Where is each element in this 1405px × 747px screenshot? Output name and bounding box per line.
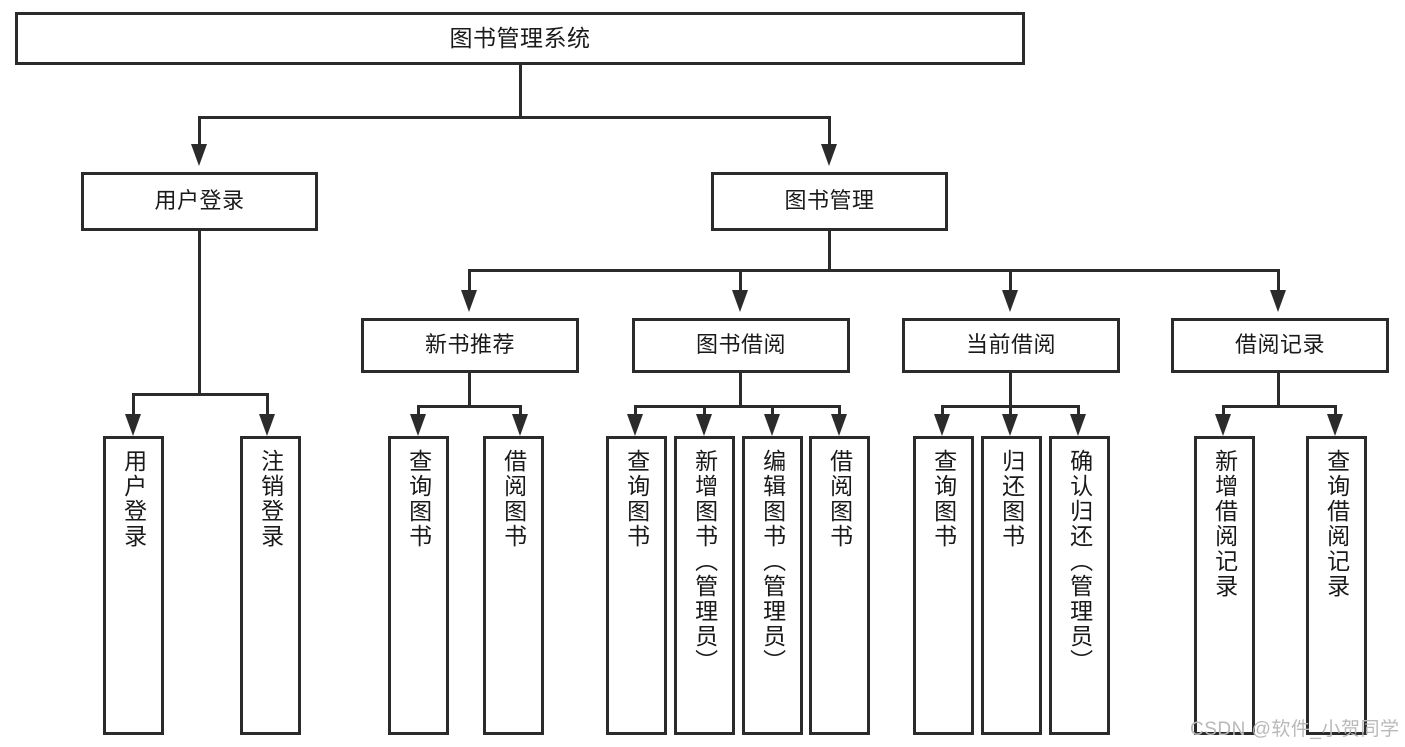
node-book-management[interactable]: 图书管理 (711, 172, 948, 231)
leaf-nbr-borrow-book[interactable]: 借阅图书 (483, 436, 544, 735)
connector-level3-bus (468, 269, 1280, 272)
arrow-root-to-user-login (191, 144, 207, 166)
arrow-br-leaf-1 (1215, 414, 1231, 436)
leaf-bb-add-book-admin[interactable]: 新增图书（管理员） (674, 436, 735, 735)
leaf-user-login[interactable]: 用户登录 (103, 436, 164, 735)
connector-br-drop-2 (1334, 405, 1337, 414)
arrow-to-new-book-recommend (461, 290, 477, 312)
arrow-to-book-borrow (732, 290, 748, 312)
leaf-cb-query-book[interactable]: 查询图书 (913, 436, 974, 735)
node-label: 借阅记录 (1234, 332, 1325, 358)
node-label: 查询借阅记录 (1323, 449, 1350, 599)
connector-bb-drop-1 (634, 405, 637, 414)
connector-user-login-left (132, 393, 135, 414)
connector-cb-drop-3 (1077, 405, 1080, 414)
node-root-system[interactable]: 图书管理系统 (15, 12, 1025, 65)
connector-bb-stem (739, 373, 742, 405)
arrow-cb-leaf-2 (1002, 414, 1018, 436)
connector-level3-drop-4 (1277, 269, 1280, 290)
connector-nbr-drop-2 (519, 405, 522, 414)
arrow-root-to-book-manage (821, 144, 837, 166)
connector-nbr-drop-1 (417, 405, 420, 414)
connector-user-login-stem (198, 231, 201, 393)
arrow-to-leaf-user-login (125, 414, 141, 436)
arrow-bb-leaf-4 (831, 414, 847, 436)
node-label: 图书借阅 (695, 332, 786, 358)
node-label: 编辑图书（管理员） (759, 449, 786, 674)
arrow-to-current-borrow (1002, 290, 1018, 312)
connector-level3-drop-1 (468, 269, 471, 290)
node-label: 用户登录 (154, 188, 245, 214)
leaf-bb-edit-book-admin[interactable]: 编辑图书（管理员） (742, 436, 803, 735)
node-label: 注销登录 (257, 449, 284, 549)
connector-br-bus (1222, 405, 1337, 408)
arrow-bb-leaf-3 (764, 414, 780, 436)
connector-root-stem (519, 65, 522, 116)
node-label: 新书推荐 (424, 332, 515, 358)
connector-nbr-stem (468, 373, 471, 405)
node-new-book-recommend[interactable]: 新书推荐 (361, 318, 579, 373)
arrow-to-borrow-record (1270, 290, 1286, 312)
node-label: 归还图书 (998, 449, 1025, 549)
node-user-login[interactable]: 用户登录 (81, 172, 318, 231)
node-label: 查询图书 (405, 449, 432, 549)
arrow-nbr-leaf-1 (410, 414, 426, 436)
node-label: 查询图书 (623, 449, 650, 549)
connector-cb-drop-1 (941, 405, 944, 414)
arrow-to-leaf-logout (259, 414, 275, 436)
connector-user-login-bus (132, 393, 269, 396)
leaf-cb-confirm-return-admin[interactable]: 确认归还（管理员） (1049, 436, 1110, 735)
arrow-cb-leaf-1 (934, 414, 950, 436)
connector-cb-drop-2 (1009, 405, 1012, 414)
connector-cb-stem (1009, 373, 1012, 405)
connector-root-to-book-manage (828, 116, 831, 144)
connector-br-stem (1277, 373, 1280, 405)
leaf-nbr-query-book[interactable]: 查询图书 (388, 436, 449, 735)
node-label: 确认归还（管理员） (1066, 449, 1093, 674)
leaf-logout[interactable]: 注销登录 (240, 436, 301, 735)
node-borrow-record[interactable]: 借阅记录 (1171, 318, 1389, 373)
node-label: 新增借阅记录 (1211, 449, 1238, 599)
leaf-bb-borrow-book[interactable]: 借阅图书 (809, 436, 870, 735)
node-label: 当前借阅 (965, 332, 1056, 358)
node-label: 图书管理系统 (449, 25, 591, 52)
connector-root-to-user-login (198, 116, 201, 144)
node-label: 查询图书 (930, 449, 957, 549)
connector-br-drop-1 (1222, 405, 1225, 414)
node-label: 借阅图书 (500, 449, 527, 549)
connector-root-bus (198, 116, 831, 119)
connector-bb-bus (634, 405, 841, 408)
leaf-cb-return-book[interactable]: 归还图书 (981, 436, 1042, 735)
leaf-br-query-record[interactable]: 查询借阅记录 (1306, 436, 1367, 735)
connector-book-manage-stem (828, 231, 831, 269)
arrow-bb-leaf-1 (627, 414, 643, 436)
leaf-br-add-record[interactable]: 新增借阅记录 (1194, 436, 1255, 735)
connector-level3-drop-2 (739, 269, 742, 290)
node-label: 用户登录 (120, 449, 147, 549)
node-label: 借阅图书 (826, 449, 853, 549)
connector-user-login-right (266, 393, 269, 414)
arrow-br-leaf-2 (1327, 414, 1343, 436)
arrow-bb-leaf-2 (696, 414, 712, 436)
connector-bb-drop-4 (838, 405, 841, 414)
leaf-bb-query-book[interactable]: 查询图书 (606, 436, 667, 735)
node-label: 图书管理 (784, 188, 875, 214)
node-current-borrow[interactable]: 当前借阅 (902, 318, 1120, 373)
connector-bb-drop-2 (703, 405, 706, 414)
node-book-borrow[interactable]: 图书借阅 (632, 318, 850, 373)
arrow-cb-leaf-3 (1070, 414, 1086, 436)
connector-level3-drop-3 (1009, 269, 1012, 290)
node-label: 新增图书（管理员） (691, 449, 718, 674)
arrow-nbr-leaf-2 (512, 414, 528, 436)
connector-bb-drop-3 (771, 405, 774, 414)
connector-nbr-bus (417, 405, 522, 408)
